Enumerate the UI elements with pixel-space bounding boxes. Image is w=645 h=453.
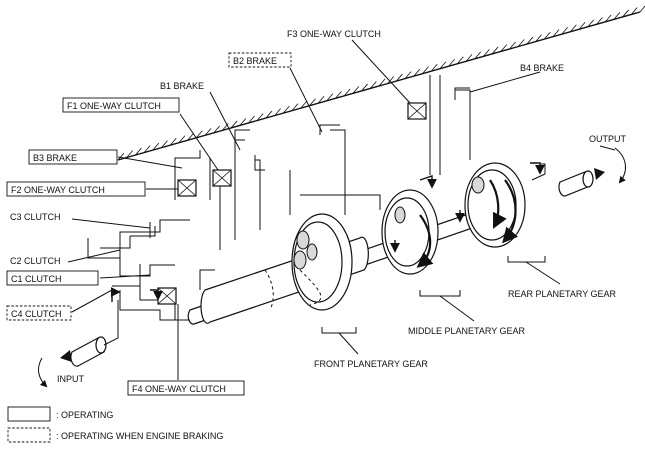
svg-text:INPUT: INPUT [57,374,85,384]
svg-text:MIDDLE PLANETARY GEAR: MIDDLE PLANETARY GEAR [408,326,526,336]
label-f1-one-way-clutch: F1 ONE-WAY CLUTCH [62,97,180,113]
power-flow-arrows [111,162,545,302]
label-input: INPUT [57,374,85,384]
label-c3-clutch: C3 CLUTCH [10,212,61,222]
input-shaft [60,300,119,367]
svg-text:C3 CLUTCH: C3 CLUTCH [10,212,61,222]
svg-text:B1 BRAKE: B1 BRAKE [160,81,204,91]
clutch-linkages [87,75,471,321]
transmission-case [117,5,645,161]
rear-planetary-gear [464,162,526,248]
label-b2-brake: B2 BRAKE [228,52,292,68]
svg-text:F3 ONE-WAY CLUTCH: F3 ONE-WAY CLUTCH [287,29,381,39]
label-b3-brake: B3 BRAKE [28,149,118,165]
one-way-clutch-f2 [177,179,197,197]
legend-dashed-box [7,427,51,443]
svg-text:B4 BRAKE: B4 BRAKE [520,63,564,73]
front-planetary-gear [264,213,353,311]
label-rear-planetary-gear: REAR PLANETARY GEAR [508,289,617,299]
label-output: OUTPUT [589,134,627,144]
label-front-planetary-gear: FRONT PLANETARY GEAR [314,359,428,369]
output-shaft [531,147,626,197]
svg-text:F1 ONE-WAY CLUTCH: F1 ONE-WAY CLUTCH [67,101,161,111]
label-b4-brake: B4 BRAKE [520,63,564,73]
svg-text:B2 BRAKE: B2 BRAKE [233,56,277,66]
label-b1-brake: B1 BRAKE [160,81,204,91]
svg-text:B3 BRAKE: B3 BRAKE [33,153,77,163]
svg-text:REAR PLANETARY GEAR: REAR PLANETARY GEAR [508,289,617,299]
label-f2-one-way-clutch: F2 ONE-WAY CLUTCH [6,181,146,197]
legend-operating-engine-braking: : OPERATING WHEN ENGINE BRAKING [56,431,223,441]
middle-planetary-gear [381,189,439,275]
one-way-clutch-f3 [407,102,427,120]
label-c1-clutch: C1 CLUTCH [6,270,99,286]
svg-text:F2 ONE-WAY CLUTCH: F2 ONE-WAY CLUTCH [11,185,105,195]
svg-text:C4 CLUTCH: C4 CLUTCH [11,309,62,319]
label-middle-planetary-gear: MIDDLE PLANETARY GEAR [408,326,526,336]
legend-solid-box [7,406,51,422]
legend: : OPERATING : OPERATING WHEN ENGINE BRAK… [7,406,223,443]
leader-lines [67,39,616,380]
label-f3-one-way-clutch: F3 ONE-WAY CLUTCH [287,29,381,39]
one-way-clutch-f4 [157,287,177,305]
one-way-clutch-f1 [212,169,232,187]
svg-text:C2 CLUTCH: C2 CLUTCH [10,256,61,266]
svg-text:FRONT PLANETARY GEAR: FRONT PLANETARY GEAR [314,359,428,369]
svg-text:C1 CLUTCH: C1 CLUTCH [11,274,62,284]
label-c4-clutch: C4 CLUTCH [6,305,72,321]
label-c2-clutch: C2 CLUTCH [10,256,61,266]
svg-text:OUTPUT: OUTPUT [589,134,627,144]
legend-operating: : OPERATING [56,410,113,420]
svg-text:F4 ONE-WAY CLUTCH: F4 ONE-WAY CLUTCH [132,384,226,394]
label-f4-one-way-clutch: F4 ONE-WAY CLUTCH [127,380,245,396]
input-rotation-arrow [38,357,48,388]
